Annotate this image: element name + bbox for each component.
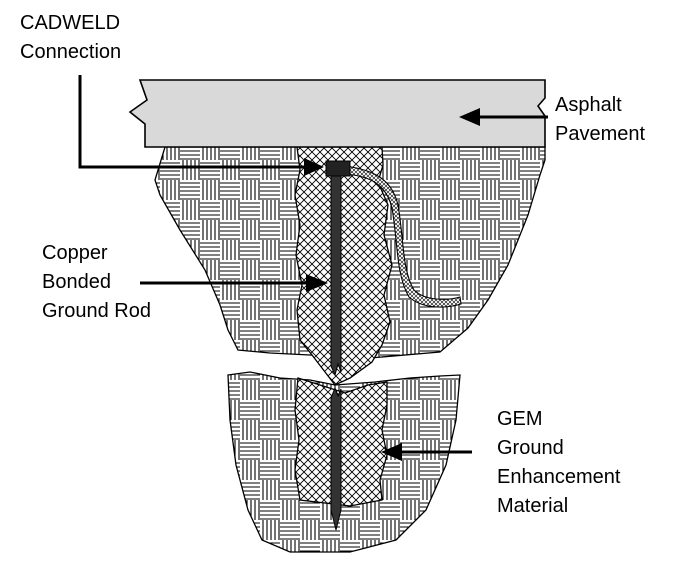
gem-material-label: GEM Ground Enhancement Material [497, 405, 620, 521]
copper-label-line-3: Ground Rod [42, 300, 151, 322]
asphalt-label-line-2: Pavement [555, 123, 646, 145]
gem-label-line-4: Material [497, 495, 569, 517]
gem-label-line-1: GEM [497, 408, 543, 430]
asphalt-label-line-1: Asphalt [555, 94, 622, 116]
copper-ground-rod-label: Copper Bonded Ground Rod [42, 239, 151, 326]
copper-rod-pointer-arrow [140, 274, 328, 292]
cadweld-label-line-1: CADWELD [20, 12, 121, 34]
cadweld-connection-block [325, 160, 351, 177]
gem-backfill-upper [294, 146, 393, 386]
gem-pointer-arrow [381, 443, 472, 461]
copper-label-line-1: Copper [42, 242, 108, 264]
copper-label-line-2: Bonded [42, 271, 111, 293]
asphalt-pavement-label: Asphalt Pavement [555, 91, 645, 149]
cadweld-label-line-2: Connection [20, 41, 122, 63]
asphalt-pointer-arrow [459, 108, 548, 126]
gem-label-line-2: Ground [497, 437, 564, 459]
cadweld-pointer-arrow [78, 75, 324, 176]
cadweld-connection-label: CADWELD Connection [20, 9, 121, 67]
gem-label-line-3: Enhancement [497, 466, 621, 488]
ground-rod-upper [330, 175, 342, 377]
ground-rod-lower [330, 386, 342, 531]
asphalt-pavement [128, 79, 546, 148]
ground-cable [344, 165, 462, 308]
